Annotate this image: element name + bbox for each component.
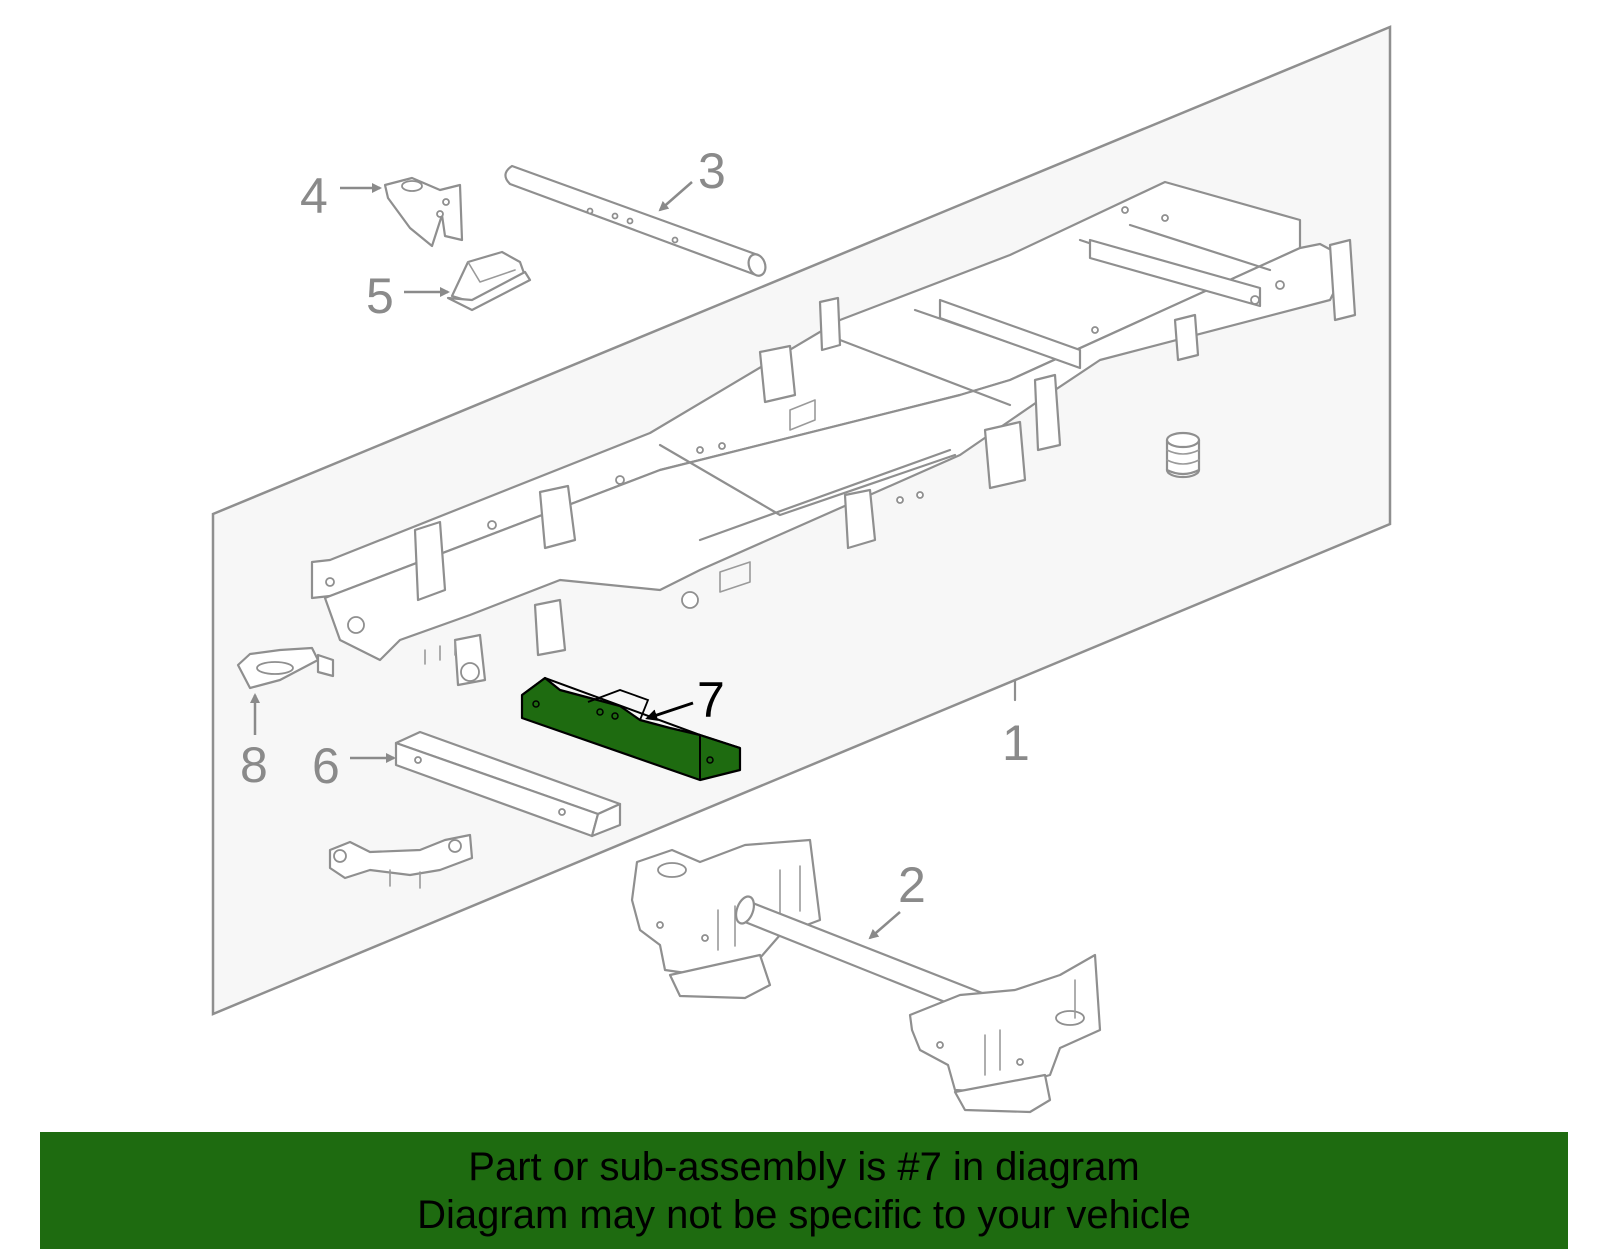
bump-stop xyxy=(1165,431,1201,479)
callout-7: 7 xyxy=(697,672,725,728)
callout-2: 2 xyxy=(898,857,926,913)
part-4-bracket xyxy=(383,176,464,248)
transmission-mount-bracket xyxy=(328,833,474,889)
callout-5: 5 xyxy=(366,268,394,324)
part-5-mount xyxy=(446,250,532,312)
banner-line-1: Part or sub-assembly is #7 in diagram xyxy=(468,1144,1140,1189)
part-3-tube xyxy=(504,164,767,277)
frame-holes xyxy=(325,206,1285,682)
part-2-crossmember xyxy=(630,838,1102,1114)
callout-1: 1 xyxy=(1002,715,1030,771)
callout-2-arrow xyxy=(868,911,901,940)
callout-6: 6 xyxy=(312,738,340,794)
info-banner: Part or sub-assembly is #7 in diagram Di… xyxy=(40,1132,1568,1249)
callout-3-arrow xyxy=(658,181,693,212)
frame-assembly xyxy=(310,180,1357,687)
part-8-bracket xyxy=(236,646,335,690)
banner-line-2: Diagram may not be specific to your vehi… xyxy=(417,1192,1191,1237)
callout-3: 3 xyxy=(698,143,726,199)
callout-7-arrow xyxy=(645,701,694,721)
part-7-crossmember-highlighted[interactable] xyxy=(520,676,742,782)
callout-8: 8 xyxy=(240,737,268,793)
callout-4: 4 xyxy=(300,168,328,224)
part-6-tube xyxy=(394,730,622,838)
